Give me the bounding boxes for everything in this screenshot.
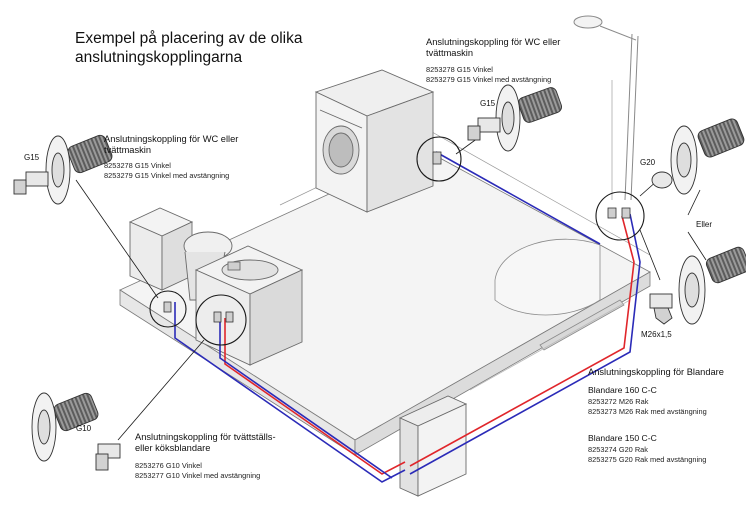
callout-washer-heading-2: tvättmaskin	[426, 48, 474, 58]
fitting-detail-sink	[31, 392, 121, 471]
callout-washer-code-2: 8253279 G15 Vinkel med avstängning	[426, 75, 552, 84]
callout-mixer-group1-code-1: 8253272 M26 Rak	[588, 397, 649, 406]
magnifier-circles	[149, 136, 645, 346]
cold-pipe-washer	[435, 151, 601, 245]
callout-toilet-size-tag: G15	[24, 153, 40, 162]
diagram-title-line1: Exempel på placering av de olika	[75, 30, 303, 47]
cold-pipe-sink	[219, 318, 393, 479]
fitting-detail-m26	[649, 246, 746, 325]
cold-pipe-main	[174, 302, 406, 483]
sink-cabinet	[194, 245, 304, 366]
callout-sink-code-1: 8253276 G10 Vinkel	[135, 461, 202, 470]
callout-sink-heading-2: eller köksblandare	[135, 443, 211, 453]
callout-washer-heading: Anslutningskoppling för WC eller	[426, 37, 561, 47]
magnifier-washer	[416, 136, 462, 182]
callout-sink-heading: Anslutningskoppling för tvättställs-	[135, 432, 276, 442]
callout-washer-size-tag: G15	[480, 99, 496, 108]
callout-mixer-group2-title: Blandare 150 C-C	[588, 433, 657, 443]
callout-washer-code-1: 8253278 G15 Vinkel	[426, 65, 493, 74]
callout-mixer-group1-code-2: 8253273 M26 Rak med avstängning	[588, 407, 707, 416]
callout-sink-size-tag: G10	[76, 424, 92, 433]
magnifier-mixer	[595, 191, 645, 241]
magnifier-fittings	[163, 151, 631, 323]
callout-mixer-group2-code-2: 8253275 G20 Rak med avstängning	[588, 455, 707, 464]
magnifier-toilet	[149, 290, 187, 328]
diagram-title-line2: anslutningskopplingarna	[75, 49, 243, 66]
callout-mixer-heading: Anslutningskoppling för Blandare	[588, 367, 724, 377]
callout-mixer-g20-tag: G20	[640, 158, 656, 167]
shower-pole	[573, 15, 639, 201]
callout-toilet-code-1: 8253278 G15 Vinkel	[104, 161, 171, 170]
callout-toilet-code-2: 8253279 G15 Vinkel med avstängning	[104, 171, 230, 180]
callout-toilet-heading: Anslutningskoppling för WC eller	[104, 134, 239, 144]
callout-mixer-group2-code-1: 8253274 G20 Rak	[588, 445, 648, 454]
hot-pipe-main	[224, 318, 406, 475]
distribution-box	[398, 395, 468, 497]
washing-machine	[314, 69, 435, 213]
callout-mixer-group1-title: Blandare 160 C-C	[588, 385, 657, 395]
fitting-detail-toilet	[13, 134, 113, 205]
fitting-detail-g20	[651, 118, 745, 195]
cold-pipe-right	[409, 213, 641, 475]
callout-toilet-heading-2: tvättmaskin	[104, 145, 152, 155]
fitting-detail-washer	[467, 84, 562, 152]
callout-mixer-m26-tag: M26x1,5	[641, 330, 672, 339]
leader-lines	[75, 137, 707, 441]
callout-sink-code-2: 8253277 G10 Vinkel med avstängning	[135, 471, 261, 480]
magnifier-sink	[195, 294, 247, 346]
shower-area	[469, 238, 631, 391]
callout-mixer-or-label: Eller	[696, 220, 713, 229]
